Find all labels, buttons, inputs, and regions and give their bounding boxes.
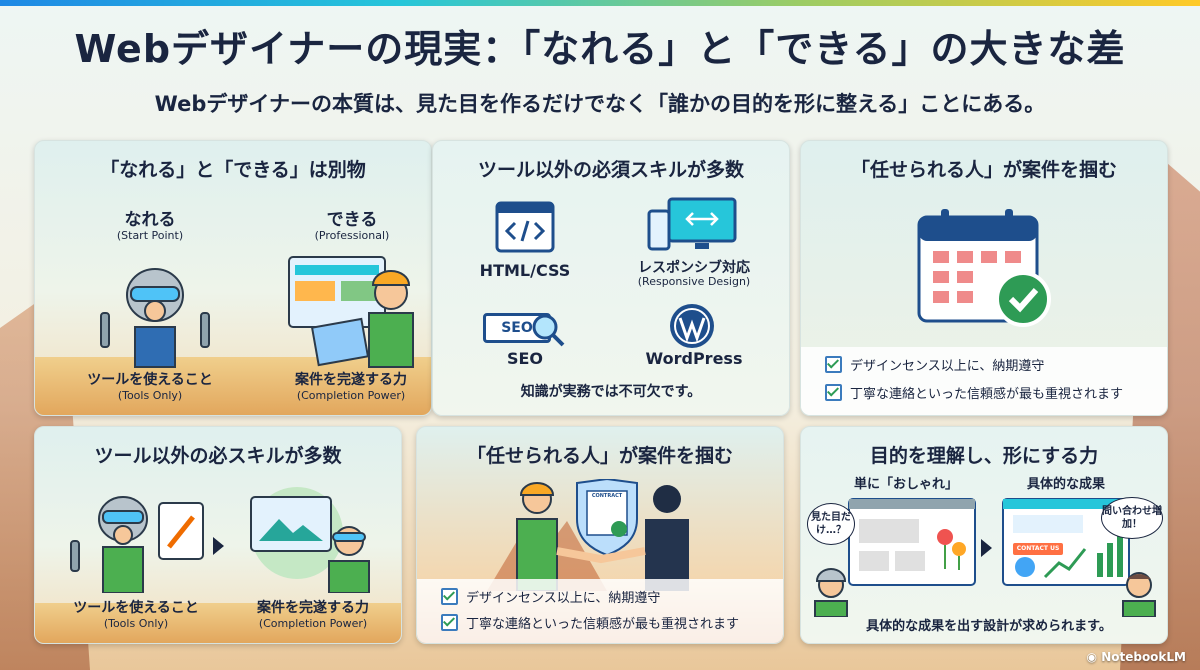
skill-responsive-label: レスポンシブ対応 [638,260,750,276]
completion-power-caption: 案件を完遂する力 [295,372,407,388]
worker-left-illustration [814,568,848,617]
tools-only-sub-caption: (Tools Only) [103,617,169,630]
tools-only-sub-caption: (Tools Only) [117,389,183,402]
results-footer-text: 具体的な成果を出す設計が求められます。 [866,619,1112,634]
skills-footer-text: 知識が実務では不可欠です。 [520,384,702,400]
arrow-right-icon [981,539,992,557]
panel-required-skills: ツール以外の必須スキルが多数 HTML/CSS レスポンシブ対応 (Respon… [432,140,790,416]
checkbox-icon [441,614,458,631]
panel-title: 「任せられる人」が案件を掴む [466,445,733,467]
panel-title: ツール以外の必須スキルが多数 [477,159,744,181]
checkbox-icon [825,356,842,373]
worker-right-illustration [1122,572,1156,617]
stylish-only-label: 単に「おしゃれ」 [853,477,958,492]
beginner-worker-illustration [100,268,210,368]
panel-title: ツール以外の必スキルが多数 [94,445,342,467]
arrow-right-icon [213,537,224,555]
checkbox-icon [825,384,842,401]
checklist-area [417,579,783,643]
speech-bubble-inquiries-up: 問い合わせ増加！ [1101,497,1163,539]
panel-trust-handshake: 「任せられる人」が案件を掴む CONTRACT デザインセンス以上に、納期遵守 … [416,426,784,644]
beginner-worker-illustration [70,496,204,593]
responsive-devices-icon [647,197,737,251]
panel-trusted-person: 「任せられる人」が案件を掴む デザインセンス以上に、納期遵守 丁寧な連絡といった… [800,140,1168,416]
contract-label: CONTRACT [591,493,623,499]
seo-search-icon: SEO [483,307,569,347]
skill-html-css-label: HTML/CSS [479,261,571,280]
naru-label: なれる [124,210,176,230]
speech-bubble-looks-only: 見た目だけ…？ [807,503,855,545]
skill-seo-label: SEO [506,349,544,368]
checkbox-icon [441,588,458,605]
dekiru-sub-label: (Professional) [314,229,390,242]
desert-ground [35,603,401,643]
completion-power-sub-caption: (Completion Power) [258,617,368,630]
panel-naru-vs-dekiru: 「なれる」と「できる」は別物 なれる (Start Point) できる (Pr… [34,140,432,416]
contact-us-button: CONTACT US [1013,543,1063,555]
panel-title: 「なれる」と「できる」は別物 [100,159,366,181]
check-item: デザインセンス以上に、納期遵守 [441,587,660,606]
handshake-contract-illustration [487,479,689,591]
page-title: Webデザイナーの現実：「なれる」と「できる」の大きな差 [74,27,1126,71]
calendar-check-icon [917,209,1051,327]
panel-skills-contrast: ツール以外の必スキルが多数 ツールを使えること (Tools Only) 案件を… [34,426,402,644]
page-subtitle: Webデザイナーの本質は、見た目を作るだけでなく「誰かの目的を形に整える」ことに… [154,92,1046,116]
check-item: 丁寧な連絡といった信頼感が最も重視されます [825,383,1123,402]
top-accent-bar [0,0,1200,6]
checklist-area [801,347,1167,415]
check-item: デザインセンス以上に、納期遵守 [825,355,1044,374]
panel-purpose-to-form: 目的を理解し、形にする力 単に「おしゃれ」 具体的な成果 CONTACT US … [800,426,1168,644]
naru-sub-label: (Start Point) [116,229,184,242]
wordpress-icon [670,304,714,348]
tools-only-caption: ツールを使えること [73,600,199,616]
dekiru-label: できる [326,210,378,230]
skill-responsive-sub-label: (Responsive Design) [637,275,751,288]
professional-worker-illustration [288,256,414,368]
completion-power-caption: 案件を完遂する力 [257,600,369,616]
tools-only-caption: ツールを使えること [87,372,213,388]
panel-title: 目的を理解し、形にする力 [869,445,1099,467]
panel-title: 「任せられる人」が案件を掴む [850,159,1117,181]
skill-wordpress-label: WordPress [645,349,743,368]
plain-website-mockup [848,498,976,586]
check-item: 丁寧な連絡といった信頼感が最も重視されます [441,613,739,632]
completion-power-sub-caption: (Completion Power) [296,389,406,402]
code-icon [495,201,555,253]
desert-ground [35,357,431,415]
concrete-results-label: 具体的な成果 [1026,477,1105,492]
brand-footer: ◉ NotebookLM [1086,650,1186,664]
professional-worker-illustration [250,487,370,593]
results-website-mockup [1002,498,1130,586]
